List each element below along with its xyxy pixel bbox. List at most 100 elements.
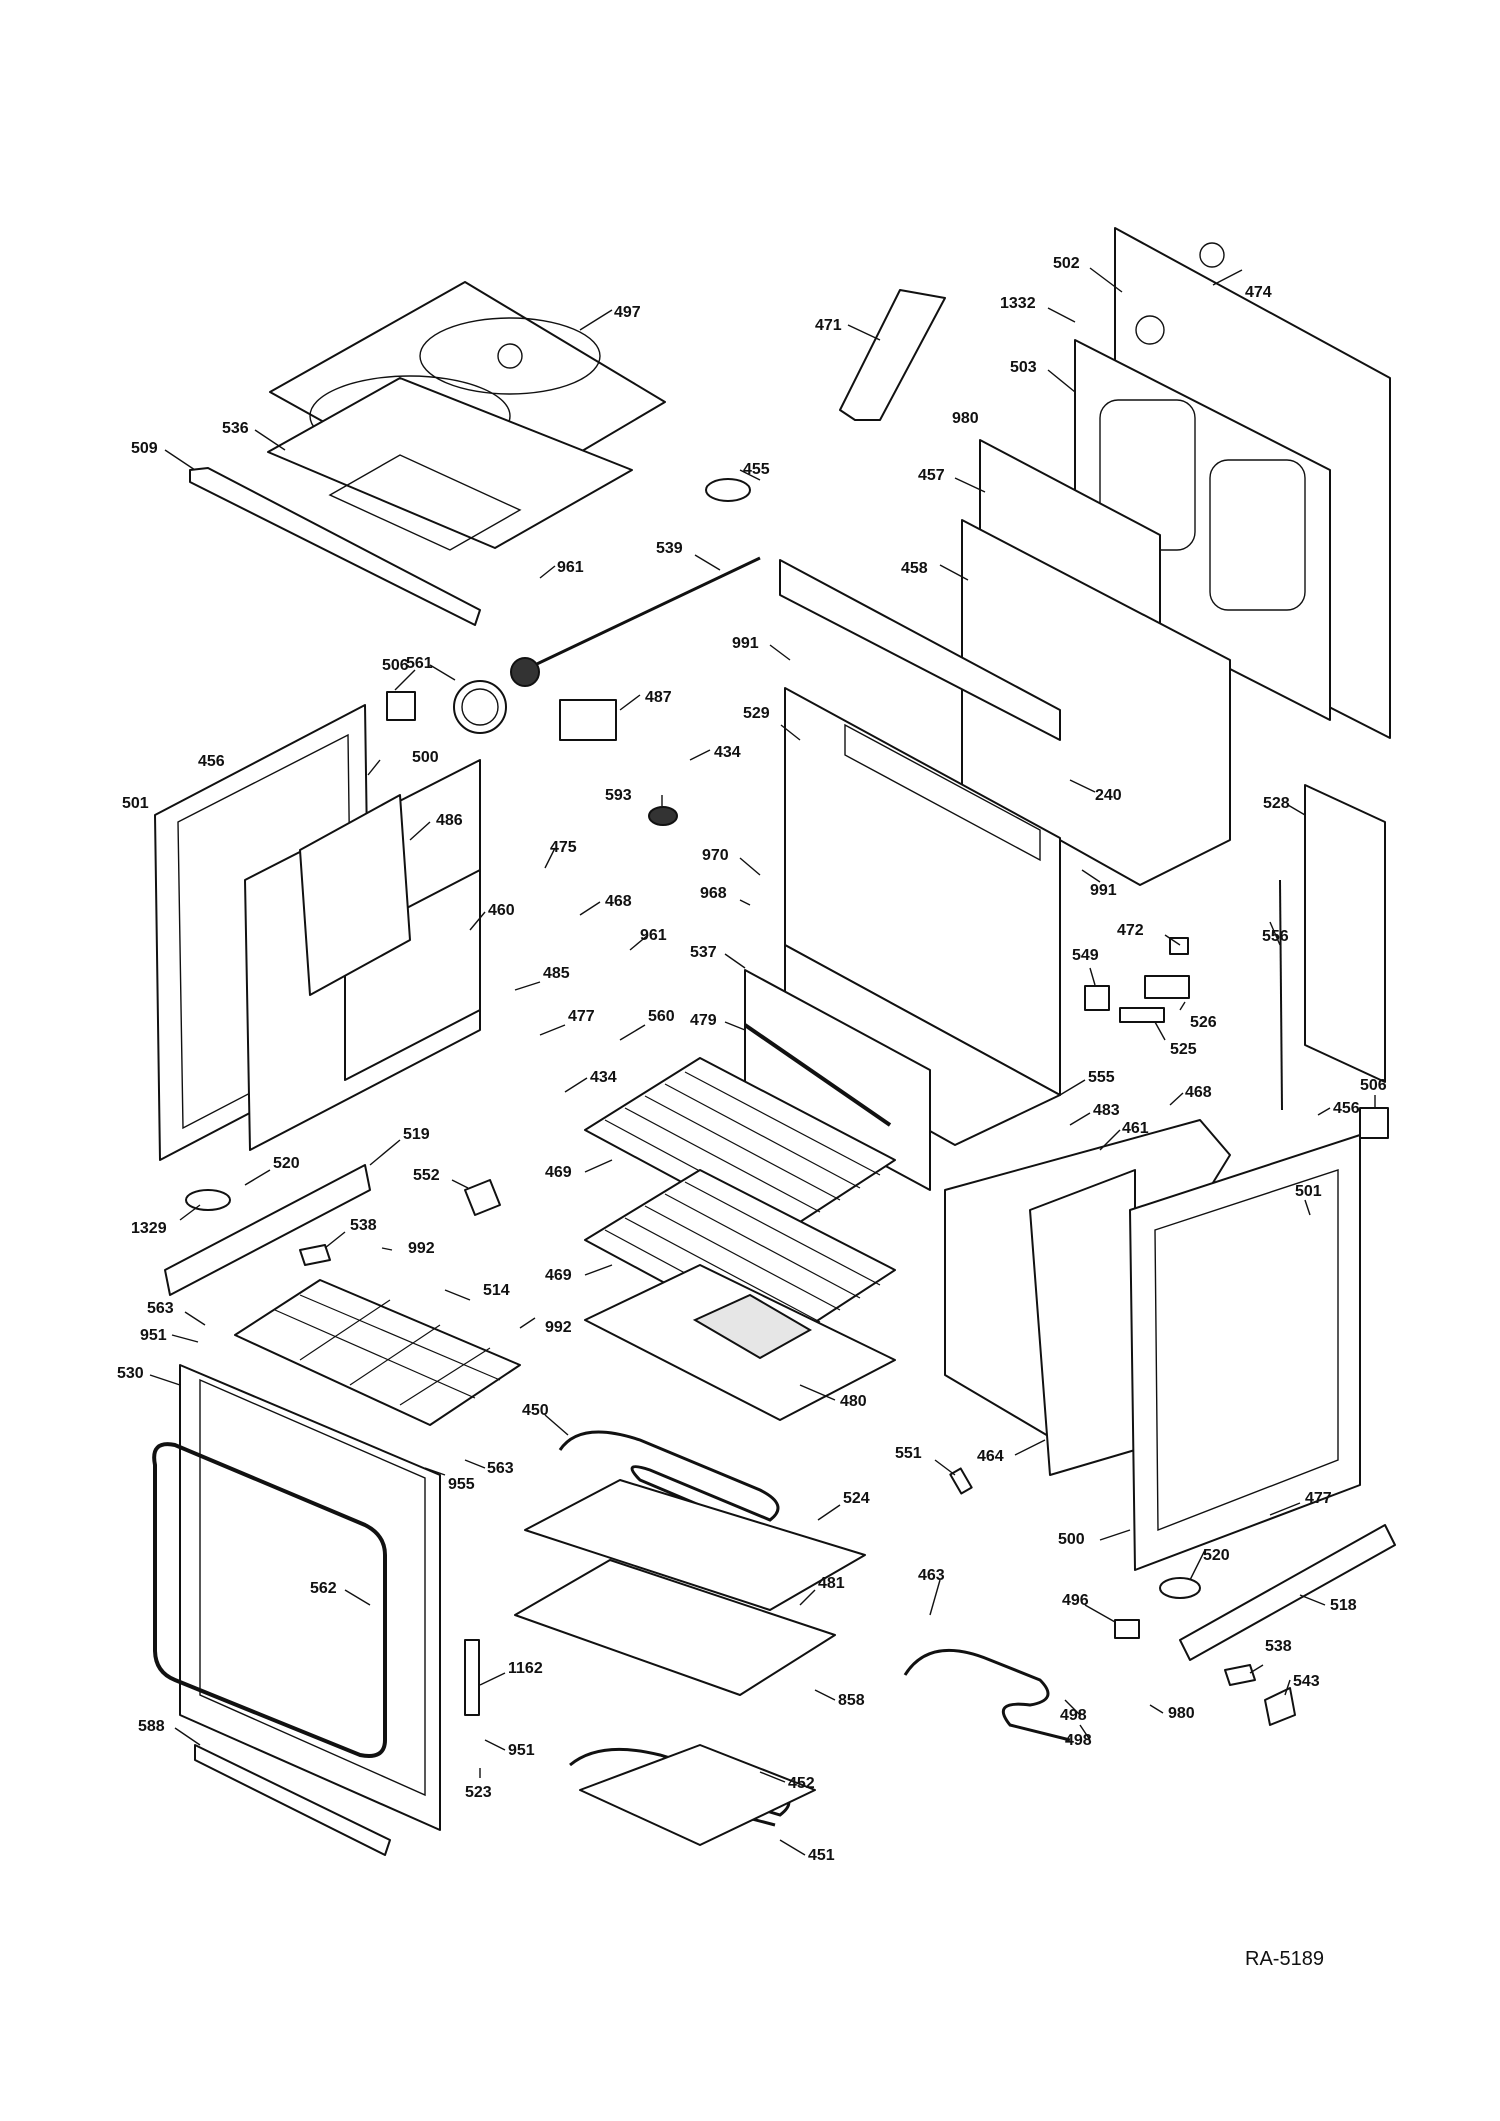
callout-593: 593 <box>605 787 632 804</box>
callout-530: 530 <box>117 1365 144 1382</box>
part-588-door-trim <box>194 1744 391 1856</box>
callout-474: 474 <box>1245 284 1272 301</box>
part-464-panel <box>1029 1169 1136 1476</box>
callout-485: 485 <box>543 965 570 982</box>
part-487-switch <box>559 699 617 741</box>
part-480-broiler-pan <box>584 1264 896 1421</box>
part-506-right-cap <box>1359 1107 1389 1139</box>
part-518-bar <box>1179 1524 1396 1661</box>
callout-240: 240 <box>1095 787 1122 804</box>
callout-538b: 538 <box>1265 1638 1292 1655</box>
callout-961: 961 <box>557 559 584 576</box>
part-539-rod <box>510 556 761 687</box>
callout-501b: 501 <box>1295 1183 1322 1200</box>
part-500-right-side <box>1129 1134 1361 1571</box>
part-514-insulation <box>234 1279 521 1426</box>
callout-519: 519 <box>403 1126 430 1143</box>
callout-552: 552 <box>413 1167 440 1184</box>
callout-434b: 434 <box>590 1069 617 1086</box>
callout-450: 450 <box>522 1402 549 1419</box>
callout-498b: 498 <box>1065 1732 1092 1749</box>
callout-498: 498 <box>1060 1707 1087 1724</box>
callout-455: 455 <box>743 461 770 478</box>
callout-458: 458 <box>901 560 928 577</box>
callout-561: 561 <box>406 655 433 672</box>
callout-486: 486 <box>436 812 463 829</box>
part-543-bracket <box>1264 1687 1296 1726</box>
callout-labels: 474 502 497 471 1332 503 536 509 980 455… <box>117 255 1387 1864</box>
part-479-strip <box>743 1023 892 1127</box>
callout-524: 524 <box>843 1490 870 1507</box>
part-561-gasket <box>453 680 507 734</box>
callout-858: 858 <box>838 1692 865 1709</box>
callout-487: 487 <box>645 689 672 706</box>
part-463-element <box>903 1648 1071 1742</box>
callout-472: 472 <box>1117 922 1144 939</box>
leader-lines <box>149 267 1376 1856</box>
callout-461: 461 <box>1122 1120 1149 1137</box>
callout-501: 501 <box>122 795 149 812</box>
callout-509: 509 <box>131 440 158 457</box>
callout-563: 563 <box>147 1300 174 1317</box>
part-538-pad-left <box>299 1244 331 1266</box>
callout-538: 538 <box>350 1217 377 1234</box>
callout-951b: 951 <box>508 1742 535 1759</box>
callout-469b: 469 <box>545 1267 572 1284</box>
callout-1332: 1332 <box>1000 295 1036 312</box>
callout-992b: 992 <box>545 1319 572 1336</box>
callout-468b: 468 <box>1185 1084 1212 1101</box>
callout-434: 434 <box>714 744 741 761</box>
part-496-block <box>1114 1619 1140 1639</box>
part-450-element <box>558 1430 780 1537</box>
callout-551: 551 <box>895 1445 922 1462</box>
callout-968: 968 <box>700 885 727 902</box>
callout-992: 992 <box>408 1240 435 1257</box>
part-528-channel <box>1304 784 1386 1083</box>
callout-555: 555 <box>1088 1069 1115 1086</box>
callout-506: 506 <box>382 657 409 674</box>
callout-483: 483 <box>1093 1102 1120 1119</box>
callout-451: 451 <box>808 1847 835 1864</box>
drawing-reference: RA-5189 <box>1245 1948 1324 1970</box>
part-593-knob <box>648 806 678 826</box>
part-471-bracket <box>839 289 946 421</box>
callout-588: 588 <box>138 1718 165 1735</box>
callout-457: 457 <box>918 467 945 484</box>
callout-469: 469 <box>545 1164 572 1181</box>
callout-543: 543 <box>1293 1673 1320 1690</box>
callout-500b: 500 <box>1058 1531 1085 1548</box>
part-451-lower-insulation <box>579 1744 816 1846</box>
callout-991b: 991 <box>1090 882 1117 899</box>
callout-549: 549 <box>1072 947 1099 964</box>
callout-518: 518 <box>1330 1597 1357 1614</box>
callout-479: 479 <box>690 1012 717 1029</box>
part-536-insulation <box>267 377 633 551</box>
part-526-block <box>1144 975 1190 999</box>
callout-970: 970 <box>702 847 729 864</box>
callout-502: 502 <box>1053 255 1080 272</box>
callout-477: 477 <box>568 1008 595 1025</box>
callout-456: 456 <box>198 753 225 770</box>
callout-528: 528 <box>1263 795 1290 812</box>
callout-500: 500 <box>412 749 439 766</box>
part-529-oven-cavity <box>779 559 1061 1146</box>
part-562-door-gasket <box>152 1442 387 1758</box>
callout-560: 560 <box>648 1008 675 1025</box>
callout-980: 980 <box>952 410 979 427</box>
part-549-block <box>1084 985 1110 1011</box>
part-520-right <box>1159 1577 1201 1599</box>
callout-562: 562 <box>310 1580 337 1597</box>
part-524-floor-panel <box>524 1479 866 1611</box>
callout-460: 460 <box>488 902 515 919</box>
callout-471: 471 <box>815 317 842 334</box>
callout-514: 514 <box>483 1282 510 1299</box>
part-455-ring <box>705 478 751 502</box>
callout-536: 536 <box>222 420 249 437</box>
callout-463: 463 <box>918 1567 945 1584</box>
part-538-pad-right <box>1224 1664 1256 1686</box>
callout-481: 481 <box>818 1575 845 1592</box>
part-552-plate <box>464 1179 501 1216</box>
callout-529: 529 <box>743 705 770 722</box>
callout-503: 503 <box>1010 359 1037 376</box>
